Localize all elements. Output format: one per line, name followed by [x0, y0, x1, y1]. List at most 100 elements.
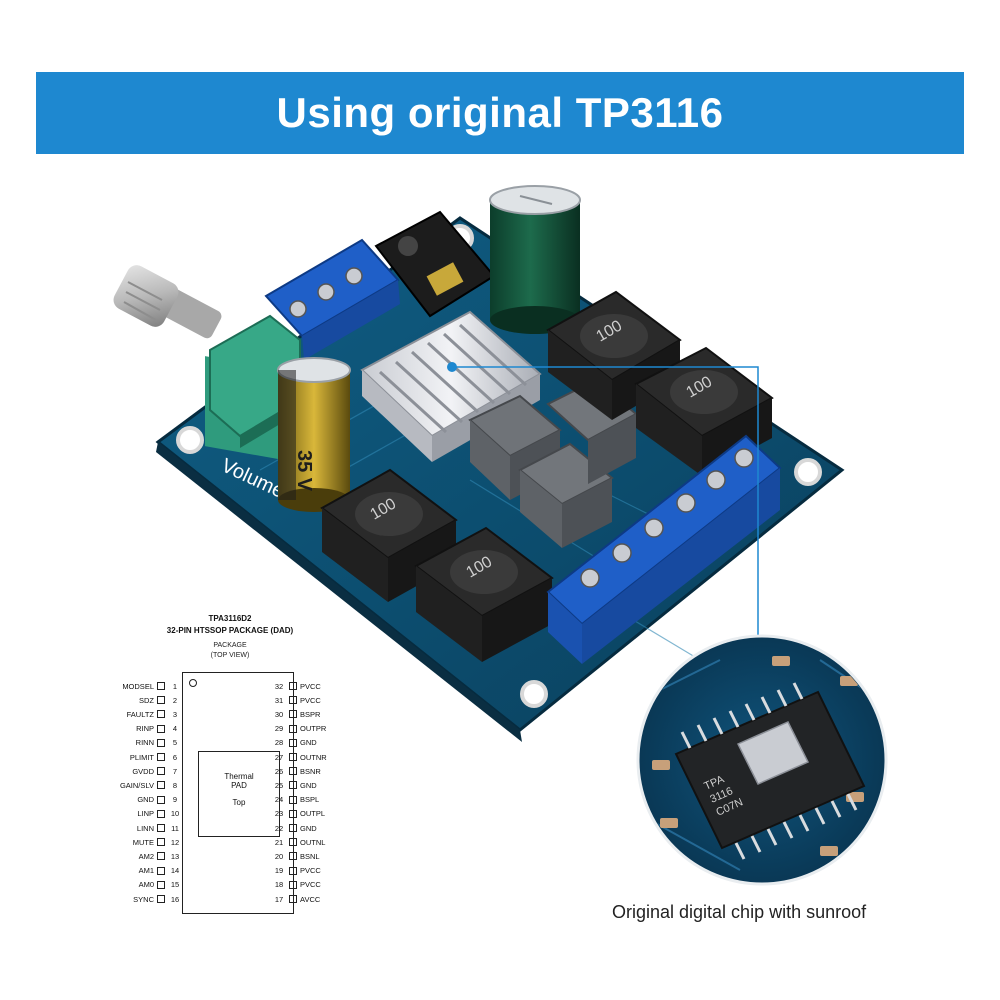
pin-pad	[289, 866, 297, 875]
pin-pad	[289, 852, 297, 861]
pin-pad	[157, 824, 165, 832]
pin-name: PVCC	[300, 695, 321, 705]
pin-pad	[157, 838, 165, 847]
capacitor-35v: 35 V	[277, 357, 351, 512]
pin1-marker	[189, 679, 197, 687]
pin-pad	[157, 738, 165, 747]
pin-number: 4	[172, 724, 178, 734]
pin-name: OUTPL	[300, 809, 326, 819]
pin-number: 20	[274, 851, 284, 861]
pad-label-2: PAD	[231, 781, 247, 790]
pin-name: GVDD	[132, 766, 154, 776]
pin-pad	[157, 767, 165, 776]
pin-row: AM2 13	[100, 849, 182, 863]
pinout-view: PACKAGE	[213, 642, 247, 649]
pin-pad	[289, 824, 297, 832]
pin-pad	[289, 738, 297, 747]
pin-row: AM0 15	[100, 878, 182, 892]
output-terminal-block	[546, 434, 782, 664]
pin-number: 9	[172, 795, 178, 805]
pin-name: FAULTZ	[126, 709, 154, 719]
pin-pad	[157, 724, 165, 733]
pin-pad	[289, 724, 297, 733]
pin-number: 32	[274, 681, 284, 691]
pin-pad	[289, 682, 297, 690]
pad-label-3: Top	[232, 798, 246, 807]
pin-name: RINN	[135, 738, 154, 748]
pin-name: GND	[137, 795, 154, 805]
pin-name: MODSEL	[122, 681, 154, 691]
chip-caption: Original digital chip with sunroof	[612, 902, 867, 922]
pin-pad	[157, 852, 165, 861]
pin-number: 19	[274, 866, 284, 876]
pin-pad	[289, 880, 297, 889]
pin-pad	[289, 795, 297, 804]
pin-name: GND	[300, 823, 317, 833]
volume-potentiometer	[113, 265, 301, 463]
pin-name: PVCC	[300, 681, 321, 691]
pin-name: AM0	[138, 880, 154, 890]
pin-pad	[157, 710, 165, 719]
pin-number: 16	[170, 894, 180, 904]
pin-pad	[289, 696, 297, 705]
pin-number: 22	[274, 823, 284, 833]
product-photo: Volume 35 V	[113, 185, 888, 886]
pin-pad	[157, 880, 165, 889]
pin-pad	[157, 866, 165, 875]
pin-name: BSPL	[300, 795, 320, 805]
pin-name: AM2	[138, 851, 154, 861]
pin-number: 31	[274, 695, 284, 705]
pin-number: 28	[274, 738, 284, 748]
pin-row: RINP 4	[100, 722, 182, 736]
pin-pad	[157, 696, 165, 705]
pin-pad	[289, 710, 297, 719]
filter-inductors	[468, 378, 638, 548]
pin-row: GVDD 7	[100, 764, 182, 778]
pin-number: 2	[172, 695, 178, 705]
pin-pad	[157, 809, 165, 818]
pin-pad	[157, 753, 165, 761]
pinout-package: 32-PIN HTSSOP PACKAGE (DAD)	[166, 626, 294, 635]
pad-label-1: Thermal	[224, 772, 254, 781]
pin-name: LINN	[136, 823, 154, 833]
pin-pad	[289, 838, 297, 847]
pin-name: PLIMIT	[129, 752, 154, 762]
title-banner: Using original TP3116	[36, 72, 964, 154]
pin-name: GND	[300, 780, 317, 790]
pin-number: 1	[172, 681, 178, 691]
pin-row: 31 PVCC	[272, 693, 342, 707]
pin-number: 13	[170, 851, 180, 861]
pin-number: 25	[274, 780, 284, 790]
banner-title: Using original TP3116	[276, 89, 724, 136]
pin-number: 27	[274, 752, 284, 762]
pin-number: 15	[170, 880, 180, 890]
pin-number: 18	[274, 880, 284, 890]
pin-number: 7	[172, 766, 178, 776]
power-inductor: 100	[414, 526, 554, 662]
pin-pad	[289, 781, 297, 790]
capacitor-large	[489, 185, 581, 334]
pin-name: RINP	[136, 724, 154, 734]
pin-pad	[157, 895, 165, 903]
pin-pad	[289, 767, 297, 776]
pinout-title: TPA3116D2	[208, 614, 252, 623]
